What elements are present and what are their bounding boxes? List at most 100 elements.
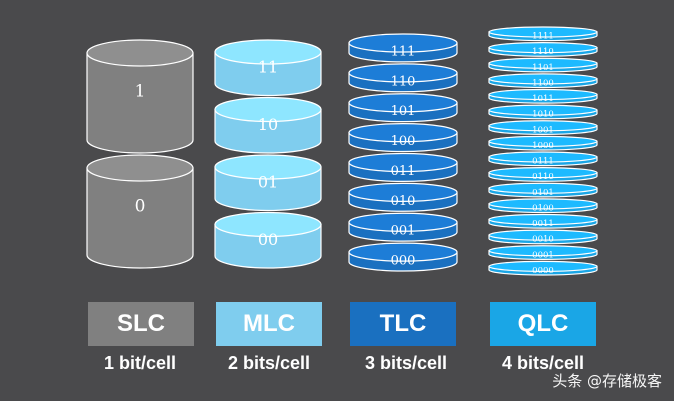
level-disk: 1111 xyxy=(488,26,598,42)
mlc-bits-per-cell: 2 bits/cell xyxy=(227,353,311,373)
qlc-label: QLC xyxy=(490,302,596,346)
level-disk: 010 xyxy=(348,182,458,212)
level-value: 00 xyxy=(258,230,278,249)
tlc-label: TLC xyxy=(350,302,456,346)
level-disk: 001 xyxy=(348,212,458,242)
level-disk: 1101 xyxy=(488,57,598,73)
level-disk: 0011 xyxy=(488,213,598,229)
level-value: 100 xyxy=(391,134,416,149)
level-value: 11 xyxy=(258,57,278,76)
level-disk: 00 xyxy=(214,211,322,269)
level-disk: 1 xyxy=(86,39,194,154)
disk-top xyxy=(488,151,598,163)
level-value: 0111 xyxy=(532,157,554,167)
slc-bits-per-cell: 1 bit/cell xyxy=(103,353,177,373)
level-disk: 0100 xyxy=(488,198,598,213)
level-disk: 1001 xyxy=(488,120,598,135)
level-disk: 011 xyxy=(348,152,458,182)
disk-top xyxy=(488,182,598,194)
disk-top xyxy=(348,212,458,232)
level-value: 0 xyxy=(135,197,146,217)
level-value: 1101 xyxy=(532,63,554,73)
level-disk: 1100 xyxy=(488,73,598,88)
level-value: 010 xyxy=(391,194,416,209)
disk-top xyxy=(488,57,598,69)
tlc-stack: 000 001 010 011 100 101 110 111 xyxy=(348,33,458,272)
level-value: 011 xyxy=(391,164,416,179)
level-disk: 11 xyxy=(214,39,322,97)
level-value: 111 xyxy=(391,44,416,59)
level-value: 1011 xyxy=(532,94,554,104)
level-value: 1100 xyxy=(532,78,554,88)
disk-top xyxy=(214,39,322,65)
disk-top xyxy=(348,33,458,53)
disk-top xyxy=(488,135,598,147)
level-disk: 0111 xyxy=(488,151,598,167)
level-disk: 0101 xyxy=(488,182,598,198)
level-value: 0101 xyxy=(532,188,554,198)
level-value: 1111 xyxy=(532,32,554,42)
level-value: 0110 xyxy=(532,172,554,182)
level-disk: 0000 xyxy=(488,260,598,276)
level-value: 0100 xyxy=(532,203,554,213)
disk-top xyxy=(488,42,598,54)
level-disk: 111 xyxy=(348,33,458,63)
level-value: 001 xyxy=(391,224,416,239)
disk-top xyxy=(86,39,194,67)
disk-top xyxy=(348,182,458,202)
disk-top xyxy=(488,73,598,85)
disk-top xyxy=(214,154,322,180)
slc-label: SLC xyxy=(88,302,194,346)
level-disk: 01 xyxy=(214,154,322,212)
mlc-stack: 00 01 10 11 xyxy=(214,39,322,269)
disk-top xyxy=(488,213,598,226)
level-value: 000 xyxy=(391,254,416,269)
level-disk: 0001 xyxy=(488,245,598,260)
disk-top xyxy=(348,242,458,262)
disk-top xyxy=(348,152,458,173)
disk-top xyxy=(488,198,598,210)
disk-body xyxy=(86,167,194,269)
qlc-bits-per-cell: 4 bits/cell xyxy=(501,353,585,373)
level-value: 1110 xyxy=(532,47,554,57)
disk-top xyxy=(488,167,598,179)
level-disk: 1110 xyxy=(488,42,598,57)
disk-top xyxy=(488,260,598,272)
disk-top xyxy=(488,88,598,101)
level-disk: 110 xyxy=(348,63,458,93)
disk-top xyxy=(488,104,598,116)
disk-top xyxy=(214,96,322,123)
level-value: 01 xyxy=(258,172,278,191)
level-value: 0010 xyxy=(532,235,554,245)
level-disk: 000 xyxy=(348,242,458,272)
level-value: 1001 xyxy=(532,125,554,135)
level-value: 0001 xyxy=(532,250,554,260)
level-disk: 1011 xyxy=(488,88,598,104)
disk-top xyxy=(488,245,598,257)
disk-top xyxy=(348,93,458,113)
tlc-bits-per-cell: 3 bits/cell xyxy=(364,353,448,373)
level-value: 0000 xyxy=(532,266,554,276)
level-disk: 100 xyxy=(348,123,458,153)
disk-top xyxy=(214,211,322,238)
disk-top xyxy=(348,123,458,143)
level-disk: 0110 xyxy=(488,167,598,182)
level-value: 110 xyxy=(391,74,416,89)
disk-top xyxy=(348,63,458,83)
level-disk: 0 xyxy=(86,154,194,269)
level-disk: 101 xyxy=(348,93,458,123)
level-disk: 1010 xyxy=(488,104,598,120)
level-disk: 10 xyxy=(214,96,322,154)
level-value: 101 xyxy=(391,104,416,119)
disk-top xyxy=(488,229,598,241)
level-disk: 1000 xyxy=(488,135,598,151)
level-value: 1010 xyxy=(532,110,554,120)
disk-top xyxy=(488,120,598,132)
disk-top xyxy=(488,26,598,38)
mlc-label: MLC xyxy=(216,302,322,346)
watermark: 头条 @存储极客 xyxy=(552,372,662,390)
disk-body xyxy=(86,52,194,154)
slc-stack: 01 xyxy=(86,39,194,269)
